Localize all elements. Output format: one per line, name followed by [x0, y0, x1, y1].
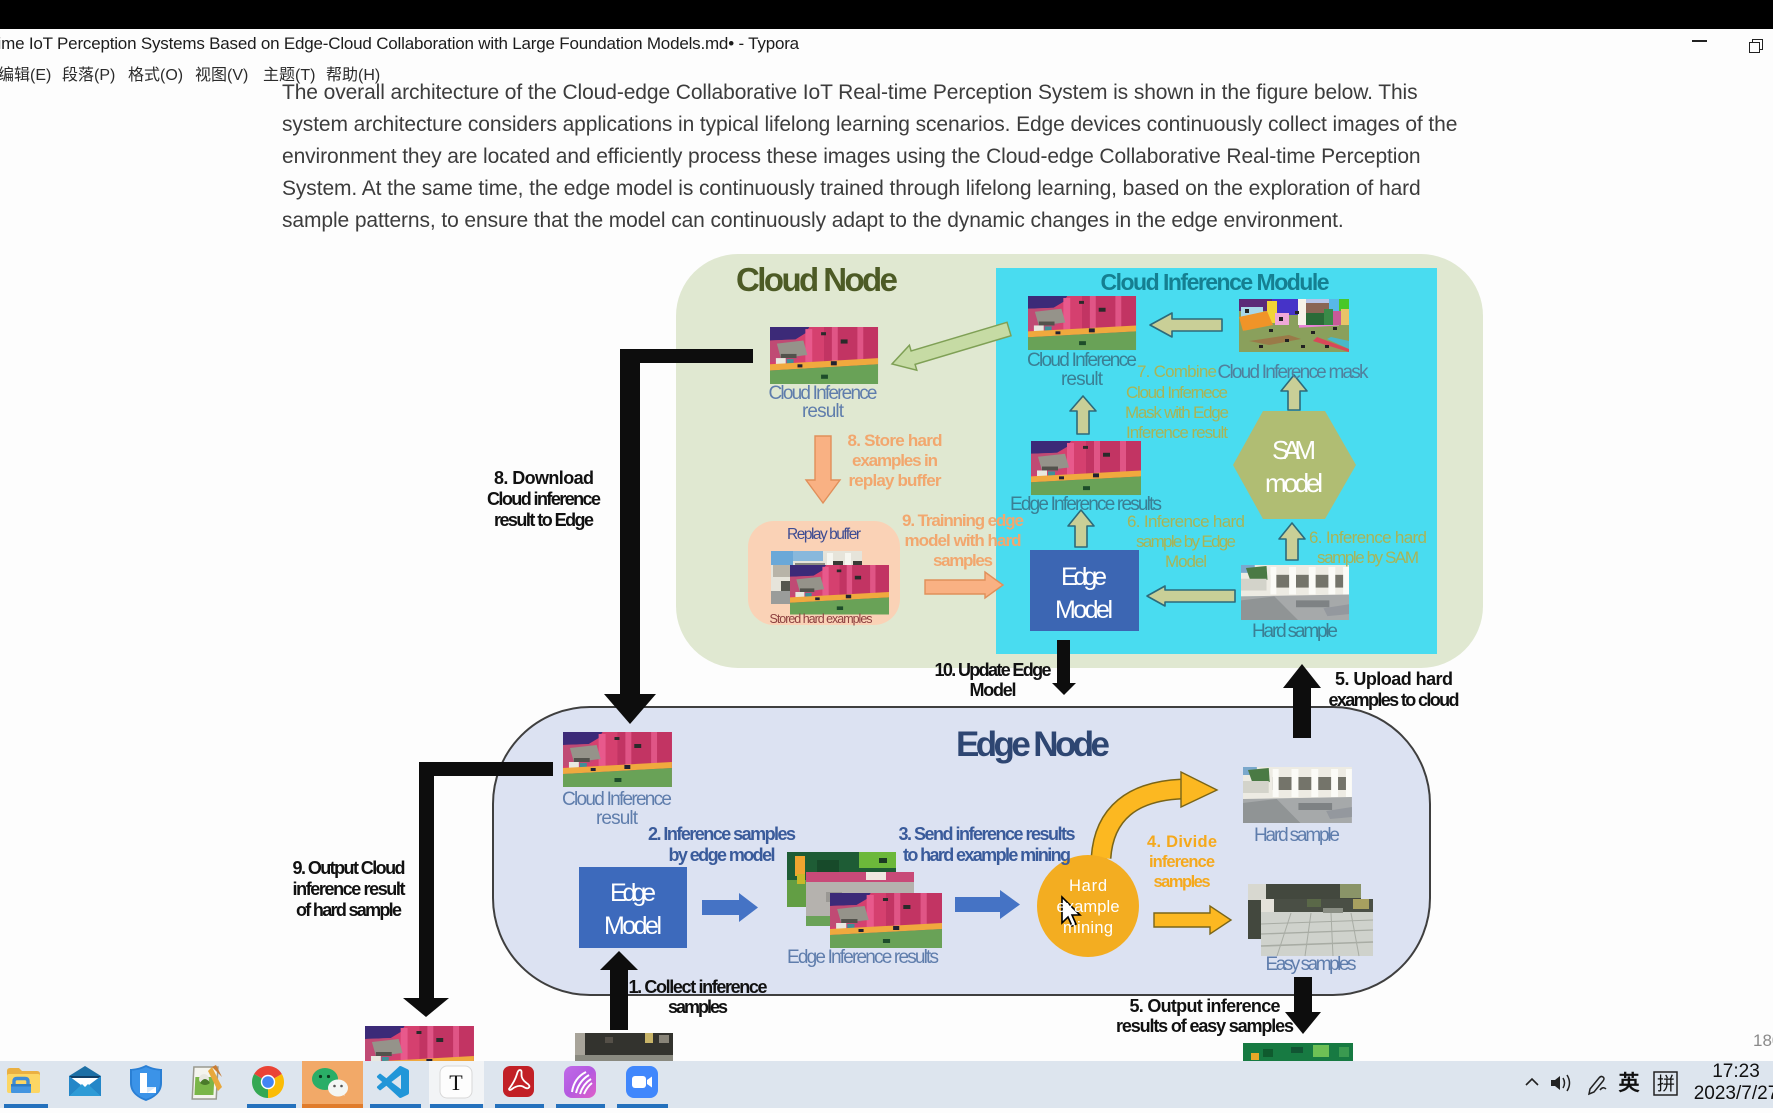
svg-text:8. Download: 8. Download: [494, 468, 594, 488]
svg-text:Cloud Infernece: Cloud Infernece: [1126, 383, 1228, 402]
svg-text:inference result: inference result: [293, 879, 406, 899]
svg-text:results of easy samples: results of easy samples: [1116, 1016, 1294, 1036]
svg-text:Cloud Node: Cloud Node: [736, 261, 898, 298]
svg-text:mining: mining: [1063, 919, 1113, 937]
svg-text:10. Update Edge: 10. Update Edge: [935, 660, 1052, 680]
svg-text:samples: samples: [668, 997, 728, 1017]
svg-text:2. Inference samples: 2. Inference samples: [648, 824, 796, 844]
svg-text:英: 英: [1619, 1072, 1641, 1095]
svg-text:samples: samples: [1154, 873, 1211, 891]
svg-text:result: result: [1061, 369, 1104, 390]
svg-text:Model: Model: [970, 680, 1017, 700]
svg-text:result: result: [596, 808, 639, 829]
svg-text:samples: samples: [933, 551, 993, 570]
svg-text:6. Inference hard: 6. Inference hard: [1127, 512, 1245, 531]
svg-text:result to Edge: result to Edge: [494, 510, 594, 530]
svg-text:examples in: examples in: [852, 451, 938, 470]
svg-text:Hard sample: Hard sample: [1254, 825, 1340, 846]
svg-text:Hard: Hard: [1069, 877, 1107, 895]
svg-text:examples to cloud: examples to cloud: [1329, 690, 1460, 710]
svg-text:5. Output inference: 5. Output inference: [1130, 996, 1281, 1016]
svg-text:Replay buffer: Replay buffer: [787, 526, 861, 543]
svg-text:SAM: SAM: [1272, 435, 1316, 465]
svg-text:Model: Model: [1165, 552, 1207, 571]
svg-text:Edge: Edge: [1061, 563, 1107, 591]
svg-text:17:23: 17:23: [1712, 1061, 1760, 1082]
svg-text:Mask with Edge: Mask with Edge: [1125, 403, 1229, 422]
svg-text:9. Trainning edge: 9. Trainning edge: [902, 511, 1024, 530]
svg-text:2023/7/27: 2023/7/27: [1694, 1083, 1773, 1104]
svg-text:3. Send inference results: 3. Send inference results: [899, 824, 1076, 844]
svg-text:Stored hard examples: Stored hard examples: [770, 612, 873, 626]
svg-text:1. Collect inference: 1. Collect inference: [629, 977, 768, 997]
svg-text:Easy samples: Easy samples: [1266, 954, 1357, 975]
svg-text:Cloud inference: Cloud inference: [487, 489, 601, 509]
svg-text:Cloud Inference: Cloud Inference: [1027, 350, 1137, 371]
svg-text:8. Store hard: 8. Store hard: [848, 431, 943, 450]
svg-text:Model: Model: [604, 912, 662, 940]
svg-text:7. Combine: 7. Combine: [1137, 362, 1217, 381]
svg-text:Edge Node: Edge Node: [956, 725, 1110, 764]
svg-text:Cloud Inference: Cloud Inference: [769, 383, 878, 404]
svg-text:Cloud Inference mask: Cloud Inference mask: [1218, 362, 1370, 383]
svg-text:model with hard: model with hard: [905, 531, 1022, 550]
svg-text:by edge model: by edge model: [669, 845, 776, 865]
svg-text:replay buffer: replay buffer: [849, 471, 942, 490]
svg-text:inference: inference: [1149, 853, 1215, 871]
svg-text:Hard sample: Hard sample: [1252, 621, 1338, 642]
svg-text:example: example: [1057, 898, 1120, 916]
svg-text:Inference result: Inference result: [1126, 423, 1228, 442]
svg-text:Edge: Edge: [610, 879, 656, 907]
svg-text:T: T: [449, 1070, 463, 1095]
svg-text:to hard example mining: to hard example mining: [903, 845, 1071, 865]
svg-text:9. Output Cloud: 9. Output Cloud: [293, 858, 406, 878]
svg-text:4. Divide: 4. Divide: [1147, 833, 1217, 851]
svg-text:sample by Edge: sample by Edge: [1136, 532, 1236, 551]
svg-text:拼: 拼: [1657, 1074, 1675, 1094]
svg-text:Model: Model: [1055, 596, 1113, 624]
svg-text:5. Upload hard: 5. Upload hard: [1335, 669, 1453, 689]
svg-text:Cloud Inference: Cloud Inference: [562, 789, 672, 810]
svg-text:Cloud Inference Module: Cloud Inference Module: [1101, 269, 1330, 295]
svg-text:result: result: [802, 401, 845, 422]
svg-text:sample by SAM: sample by SAM: [1317, 548, 1419, 567]
svg-text:model: model: [1265, 468, 1323, 498]
svg-text:of hard sample: of hard sample: [296, 900, 402, 920]
svg-text:Edge Inference results: Edge Inference results: [787, 947, 939, 968]
svg-text:6. Inference hard: 6. Inference hard: [1309, 528, 1427, 547]
svg-text:Edge Inference results: Edge Inference results: [1010, 494, 1162, 515]
